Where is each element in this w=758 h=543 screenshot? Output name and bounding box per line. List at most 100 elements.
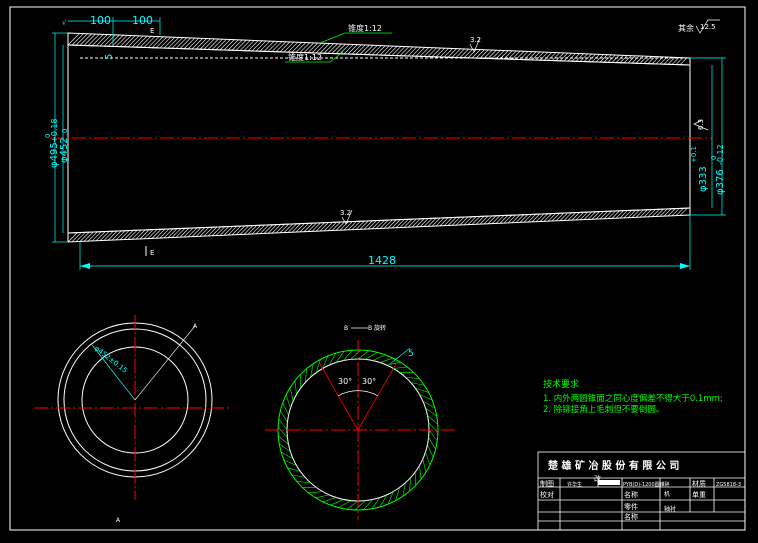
hatch-line [303,223,313,232]
hatch-line [611,54,620,63]
length-label: 1428 [368,254,396,267]
length-arrow-right [680,263,690,269]
roughness-rest-symbol [695,19,720,34]
hatch-line [399,219,409,228]
hatch-line [167,228,177,238]
hatch-line [339,43,351,54]
dia-left-outer-label: φ495 [49,142,60,168]
ring-hatch-line [387,491,394,505]
hatch-line [487,215,496,224]
hatch-line [339,221,349,231]
hatch-line [79,33,93,46]
inner-top-line [67,44,691,66]
left-thickness-label: 5 [104,54,115,60]
hatch-line [563,52,573,62]
ring-hatch-line [422,400,436,409]
taper-lower-leader [329,51,344,63]
ring-hatch-line [419,394,433,401]
hatch-line [467,48,477,59]
hatch-line [455,217,464,226]
hatch-line [611,210,620,219]
hatch-line [423,218,433,227]
hatch-line [403,219,413,228]
hatch-line [499,215,508,224]
ring-hatch-line [393,366,408,369]
ring-hatch-line [294,380,297,395]
tb-r3-c3: 零件 [624,502,638,511]
tb-r4-c3: 名称 [624,512,638,521]
hatch-line [155,36,168,49]
notes-line-1: 1. 内外两圆锥面之同心度偏差不得大于0.1mm; [543,393,723,404]
hatch-line [347,44,358,55]
ring-hatch-line [363,499,373,511]
hatch-line [619,210,628,219]
hatch-line [107,231,118,241]
taper-upper-leader [319,32,346,44]
hatch-line [247,225,257,235]
angle-left-label: 30° [338,377,352,386]
hatch-line [571,212,580,221]
hatch-line [607,211,616,219]
hatch-line [291,41,303,53]
hatch-line [215,38,228,50]
ring-hatch-line [279,443,291,453]
hatch-line [179,228,189,238]
hatch-line [571,53,581,62]
hatch-line [187,227,197,238]
hatch-line [551,52,561,61]
tb-r2-c1: 校对 [540,490,554,499]
hatch-line [395,45,406,56]
hatch-line [623,55,632,64]
hatch-line [639,55,648,64]
ring-hatch-line [425,451,431,466]
hatch-line [523,214,532,223]
title-block [537,451,746,531]
hatch-line [527,214,536,223]
ring-hatch-line [328,352,337,366]
hatch-line [195,227,205,237]
hatch-line [627,210,636,218]
ring-hatch-line [372,354,386,361]
hatch-line [139,229,149,240]
hatch-line [419,46,430,57]
hatch-line [227,226,237,236]
company-name: 楚 雄 矿 冶 股 份 有 限 公 司 [547,459,679,472]
hatch-line [679,208,688,216]
hatch-line [387,45,398,56]
hatch-line [559,213,568,221]
roughness-bottom-symbol [341,209,353,225]
tb-r2-c5: 单重 [692,490,706,499]
hatch-line [263,40,275,52]
hatch-line [423,47,434,57]
hatch-line [539,51,549,61]
hatch-line [191,37,204,50]
hatch-line [159,229,169,239]
hatch-line [615,210,624,219]
hatch-line [287,41,299,53]
ring-hatch-line [289,387,294,402]
hatch-line [159,36,172,49]
hatch-line [487,49,497,59]
ring-hatch-line [308,491,323,494]
hatch-line [351,221,361,230]
hatch-line [215,226,225,236]
hatch-line [535,51,545,61]
hatch-line [491,215,500,224]
hatch-line [507,215,516,224]
ring-hatch-line [371,497,381,509]
hatch-line [495,215,504,224]
hatch-line [443,217,453,226]
hatch-line [331,222,341,231]
hatch-line [279,41,291,53]
ring-hatch-line [428,429,438,442]
hatch-line [591,211,600,220]
hatch-line [199,38,212,50]
hatch-line [311,42,323,54]
hatch-line [327,222,337,231]
ring-hatch-line [402,482,406,497]
ring-hatch-line [427,415,439,425]
hatch-line [115,230,126,241]
dia-left-outer-tol-label: +0.18 [50,118,59,143]
hatch-line [67,232,78,243]
ring-hatch-line [330,499,344,506]
